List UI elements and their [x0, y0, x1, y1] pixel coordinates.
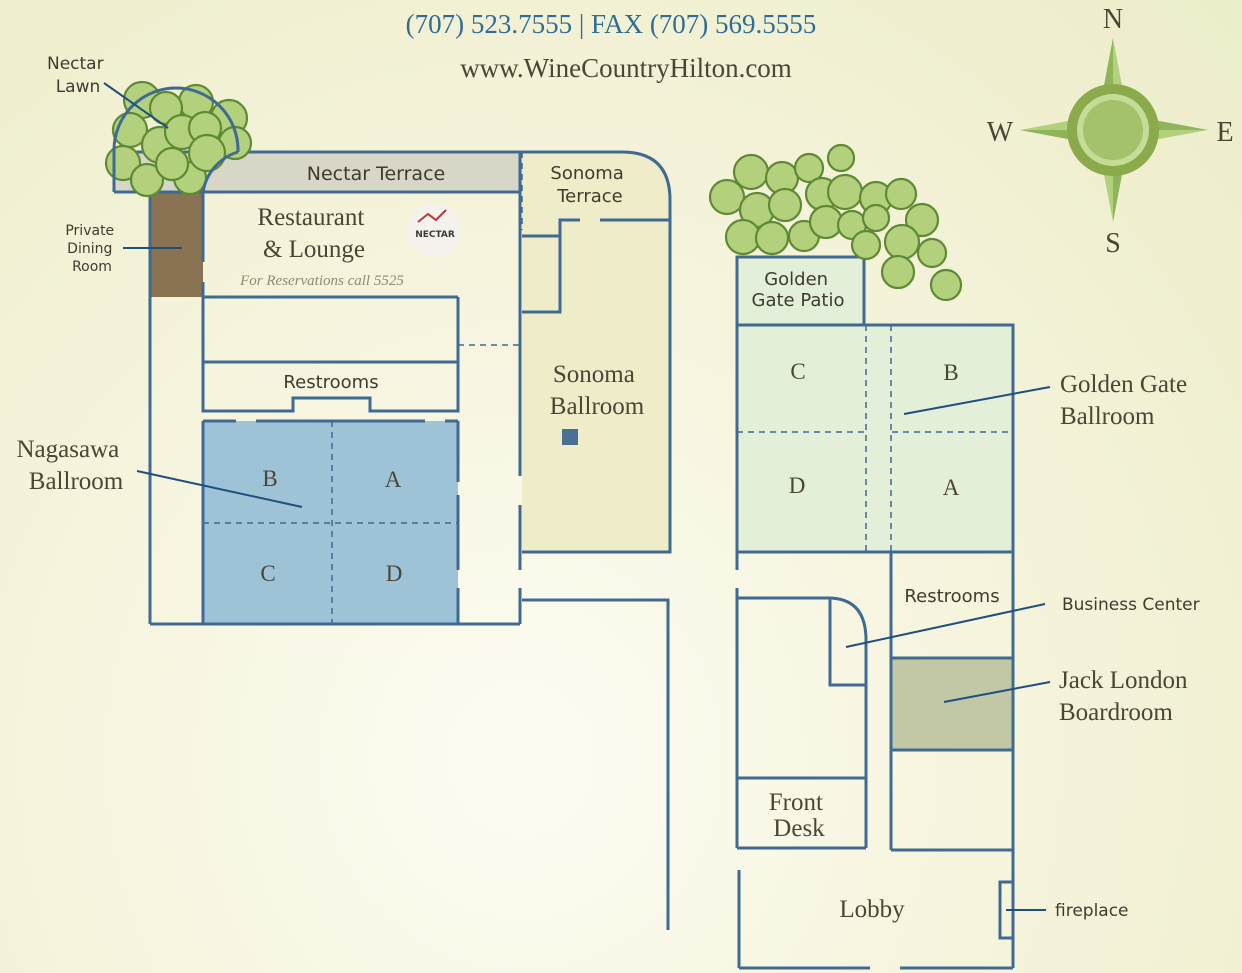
leader-lines [103, 82, 1051, 911]
nagasawa-section-d: D [386, 561, 403, 586]
left-building-dashed-dividers [203, 152, 523, 624]
phone-fax-text: (707) 523.7555 | FAX (707) 569.5555 [406, 9, 817, 39]
nectar-lawn-arc [201, 150, 239, 193]
nectar-logo-text: NECTAR [415, 230, 455, 240]
nagasawa-section-a: A [385, 467, 402, 492]
golden-gate-patio-area [737, 257, 864, 325]
golden-gate-section-d: D [789, 473, 806, 498]
fireplace-label: fireplace [1055, 901, 1129, 921]
compass-rose-icon [1020, 38, 1208, 222]
compass-east-label: E [1216, 117, 1233, 148]
reservations-note: For Reservations call 5525 [239, 273, 404, 289]
compass-west-label: W [987, 117, 1014, 148]
sonoma-terrace-label: Sonoma Terrace [550, 163, 629, 207]
golden-gate-section-a: A [943, 475, 960, 500]
nagasawa-ballroom-area [203, 421, 458, 623]
nectar-lawn-trees-icon [104, 80, 253, 198]
compass-north-label: N [1103, 4, 1123, 35]
golden-gate-section-c: C [790, 359, 805, 384]
golden-gate-patio-label: Golden Gate Patio [752, 269, 845, 311]
sonoma-ballroom-label: Sonoma Ballroom [550, 361, 645, 420]
business-center-label: Business Center [1062, 595, 1200, 615]
private-dining-room-area [150, 192, 203, 297]
restrooms-right-label: Restrooms [904, 586, 999, 607]
golden-gate-ballroom-area [737, 325, 1013, 552]
restrooms-left-label: Restrooms [283, 372, 378, 393]
restaurant-lounge-label: Restaurant & Lounge [257, 204, 370, 263]
golden-gate-section-b: B [943, 360, 958, 385]
golden-gate-trees-icon [708, 143, 963, 302]
nectar-logo: NECTAR [407, 203, 461, 257]
jack-london-boardroom-label: Jack London Boardroom [1059, 667, 1194, 726]
sonoma-ballroom-area [522, 152, 670, 552]
nagasawa-ballroom-label: Nagasawa Ballroom [17, 436, 126, 495]
lobby-label: Lobby [839, 896, 905, 923]
nagasawa-section-b: B [262, 466, 277, 491]
nectar-lawn-outline [112, 86, 240, 192]
nectar-lawn-label: Nectar Lawn [47, 54, 109, 97]
golden-gate-ballroom-label: Golden Gate Ballroom [1060, 371, 1193, 430]
nagasawa-section-c: C [260, 561, 275, 586]
jack-london-boardroom-area [891, 658, 1013, 750]
nectar-terrace-label: Nectar Terrace [307, 163, 445, 185]
sonoma-marker-icon [562, 429, 578, 445]
right-building-walls [735, 255, 1015, 970]
left-building-walls [112, 150, 672, 930]
front-desk-label: Front Desk [769, 789, 829, 842]
golden-gate-dashed-dividers [737, 325, 1013, 552]
website-text: www.WineCountryHilton.com [460, 53, 792, 83]
private-dining-room-label: Private Dining Room [65, 223, 118, 275]
compass-south-label: S [1105, 228, 1121, 259]
